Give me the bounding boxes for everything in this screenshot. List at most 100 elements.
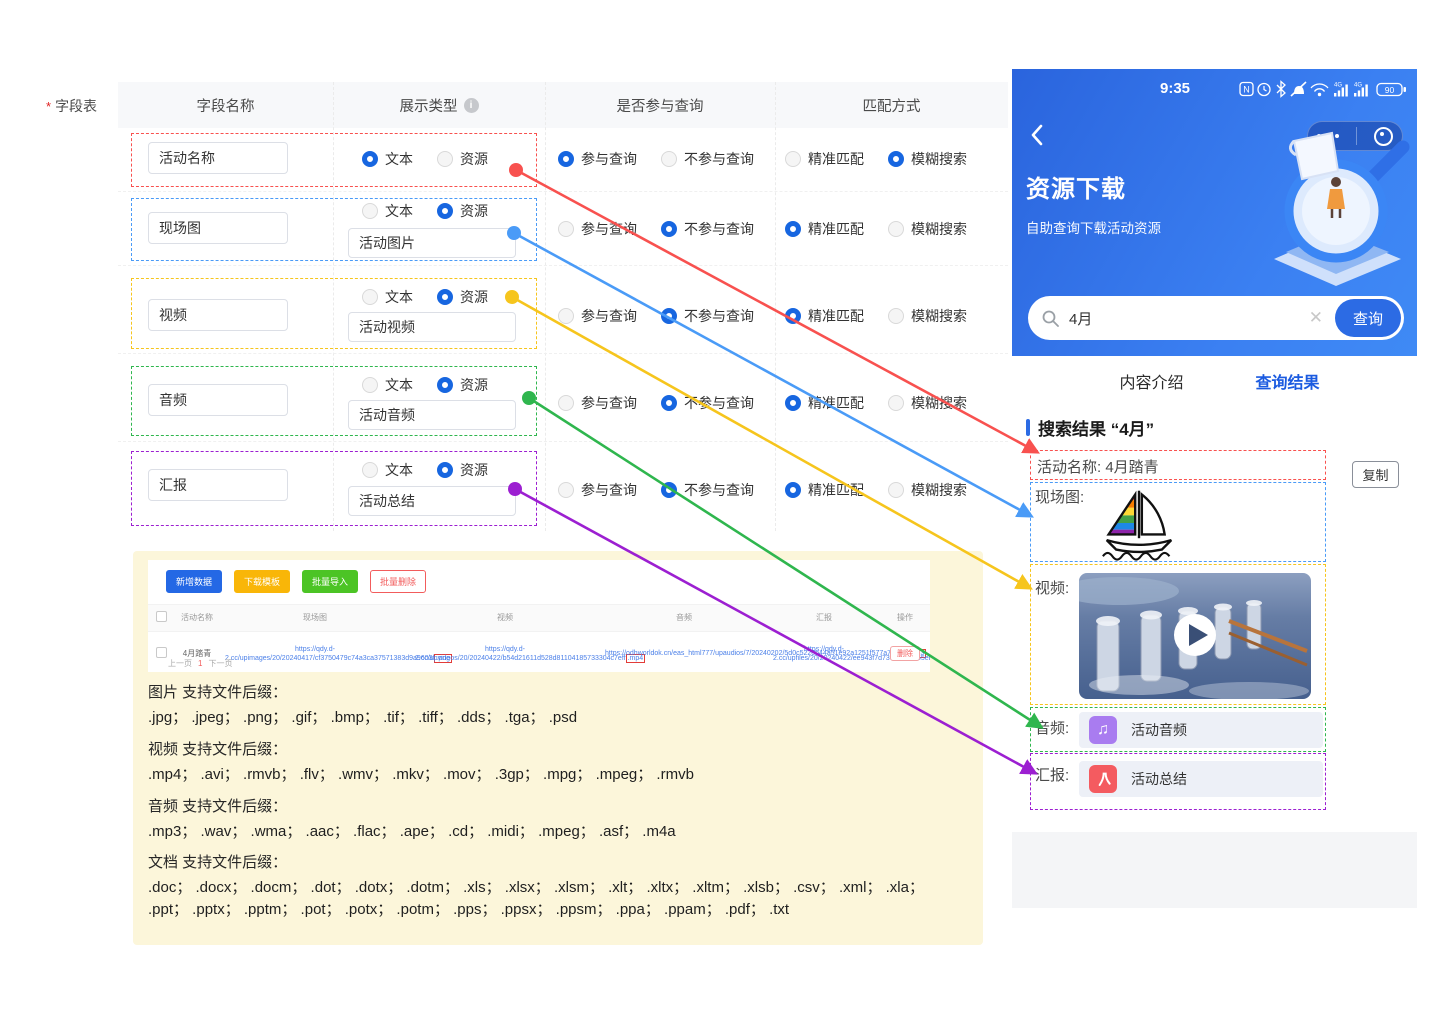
close-circle-icon[interactable] (1374, 126, 1394, 146)
resource-name-input[interactable]: 活动视频 (348, 312, 516, 342)
note-title: 音频 支持文件后缀： (148, 797, 288, 815)
resource-name-input[interactable]: 活动音频 (348, 400, 516, 430)
report-file-row[interactable]: 活动总结 (1079, 761, 1323, 797)
field-name-input[interactable]: 现场图 (148, 212, 288, 244)
radio-exact[interactable]: 精准匹配 (785, 480, 864, 500)
radio-not-join[interactable]: 不参与查询 (661, 393, 754, 413)
radio-text[interactable]: 文本 (362, 375, 413, 395)
radio-resource[interactable]: 资源 (437, 149, 488, 169)
resource-name-input[interactable]: 活动图片 (348, 228, 516, 258)
audio-file-row[interactable]: ♫ 活动音频 (1079, 712, 1323, 748)
row-checkbox[interactable] (155, 646, 167, 658)
capsule-divider (1355, 127, 1357, 145)
resource-name-input[interactable]: 活动总结 (348, 486, 516, 516)
row-divider (118, 353, 1008, 354)
scene-url-cell[interactable]: https://qdy.d-2.cc/upimages/20/20240417/… (225, 645, 453, 663)
join-query-group: 参与查询 不参与查询 (558, 219, 778, 239)
radio-exact[interactable]: 精准匹配 (785, 219, 864, 239)
result-audio-box: 音频: ♫ 活动音频 (1030, 707, 1326, 752)
radio-exact[interactable]: 精准匹配 (785, 149, 864, 169)
radio-join[interactable]: 参与查询 (558, 149, 637, 169)
radio-join[interactable]: 参与查询 (558, 219, 637, 239)
query-button[interactable]: 查询 (1335, 299, 1401, 337)
tab-content-intro[interactable]: 内容介绍 (1119, 375, 1184, 392)
radio-resource[interactable]: 资源 (437, 287, 488, 307)
phone-body: 内容介绍 查询结果 搜索结果 “4月” 活动名称: 4月踏青 复制 现场图: (1012, 356, 1417, 908)
radio-text[interactable]: 文本 (362, 149, 413, 169)
radio-fuzzy[interactable]: 模糊搜索 (888, 306, 967, 326)
prev-page[interactable]: 上一页 (168, 659, 192, 668)
display-type-group: 文本 资源 (362, 287, 512, 307)
admin-toolbar: 新增数据 下载模板 批量导入 批量删除 (166, 570, 427, 593)
add-data-button[interactable]: 新增数据 (166, 570, 223, 593)
radio-join[interactable]: 参与查询 (558, 393, 637, 413)
wifi-dot (1317, 92, 1322, 97)
column-divider (545, 82, 546, 531)
admin-table-header: 活动名称 现场图 视频 音频 汇报 操作 (148, 604, 930, 632)
search-input[interactable]: 4月 (1069, 310, 1093, 328)
radio-text[interactable]: 文本 (362, 460, 413, 480)
back-icon[interactable] (1030, 124, 1044, 146)
radio-not-join[interactable]: 不参与查询 (661, 306, 754, 326)
radio-fuzzy[interactable]: 模糊搜索 (888, 149, 967, 169)
radio-exact[interactable]: 精准匹配 (785, 393, 864, 413)
radio-fuzzy[interactable]: 模糊搜索 (888, 393, 967, 413)
delete-button[interactable]: 删除 (890, 645, 920, 661)
audio-url-cell[interactable]: https://odhworldok.cn/eas_html777/upaudi… (600, 649, 927, 659)
field-name-input[interactable]: 音频 (148, 384, 288, 416)
field-name-input[interactable]: 活动名称 (148, 142, 288, 174)
field-table-label-text: 字段表 (55, 98, 98, 114)
radio-join[interactable]: 参与查询 (558, 480, 637, 500)
result-report-box: 汇报: 活动总结 (1030, 753, 1326, 810)
alarm-icon (1257, 82, 1271, 97)
select-all-checkbox[interactable] (155, 610, 167, 622)
signal-4g-icon: 4G (1334, 83, 1348, 97)
note-exts: .doc； .docx； .docm； .dot； .dotx； .dotm； … (148, 879, 924, 918)
batch-delete-button[interactable]: 批量删除 (370, 570, 427, 593)
field-table-label: *字段表 (46, 96, 97, 116)
copy-button[interactable]: 复制 (1352, 461, 1399, 488)
radio-resource[interactable]: 资源 (437, 460, 488, 480)
radio-resource[interactable]: 资源 (437, 201, 488, 221)
report-file-name: 活动总结 (1131, 771, 1187, 787)
tab-query-result[interactable]: 查询结果 (1255, 375, 1320, 392)
radio-not-join[interactable]: 不参与查询 (661, 480, 754, 500)
required-asterisk: * (46, 99, 52, 114)
radio-resource[interactable]: 资源 (437, 375, 488, 395)
download-template-button[interactable]: 下载模板 (234, 570, 291, 593)
video-label: 视频: (1035, 580, 1070, 597)
report-label: 汇报: (1035, 767, 1070, 784)
radio-text[interactable]: 文本 (362, 287, 413, 307)
result-name-box: 活动名称: 4月踏青 (1030, 450, 1326, 480)
video-url-cell[interactable]: https://qdy.d-2.cc/upvideos/20/20240422/… (415, 645, 646, 663)
radio-fuzzy[interactable]: 模糊搜索 (888, 480, 967, 500)
report-url-cell[interactable]: https://qdy.d-2.cc/upfiles/20/20240422/e… (768, 645, 930, 664)
admin-screenshot: 新增数据 下载模板 批量导入 批量删除 活动名称 现场图 视频 音频 汇报 操作… (148, 560, 930, 672)
radio-fuzzy[interactable]: 模糊搜索 (888, 219, 967, 239)
row-highlight-activity-name (131, 133, 537, 187)
svg-text:90: 90 (1385, 85, 1395, 95)
radio-join[interactable]: 参与查询 (558, 306, 637, 326)
radio-exact[interactable]: 精准匹配 (785, 306, 864, 326)
page-number[interactable]: 1 (198, 659, 203, 668)
field-name-input[interactable]: 汇报 (148, 469, 288, 501)
svg-text:4G: 4G (1334, 83, 1342, 89)
batch-import-button[interactable]: 批量导入 (302, 570, 359, 593)
search-bar[interactable]: 4月 ✕ 查询 (1028, 296, 1404, 340)
video-thumbnail[interactable] (1079, 573, 1311, 699)
sailboat-image[interactable] (1091, 485, 1187, 561)
extension-notes: 图片 支持文件后缀： .jpg； .jpeg； .png； .gif； .bmp… (148, 681, 960, 921)
radio-text[interactable]: 文本 (362, 201, 413, 221)
clear-icon[interactable]: ✕ (1308, 308, 1323, 327)
radio-not-join[interactable]: 不参与查询 (661, 149, 754, 169)
note-title: 文档 支持文件后缀： (148, 854, 288, 872)
display-type-group: 文本 资源 (362, 460, 512, 480)
note-exts: .jpg； .jpeg； .png； .gif； .bmp； .tif； .ti… (148, 709, 578, 726)
field-name-input[interactable]: 视频 (148, 299, 288, 331)
radio-not-join[interactable]: 不参与查询 (661, 219, 754, 239)
svg-text:N: N (1243, 85, 1250, 95)
info-icon[interactable]: i (463, 97, 479, 113)
next-page[interactable]: 下一页 (208, 659, 233, 668)
result-video-box: 视频: (1030, 564, 1326, 705)
